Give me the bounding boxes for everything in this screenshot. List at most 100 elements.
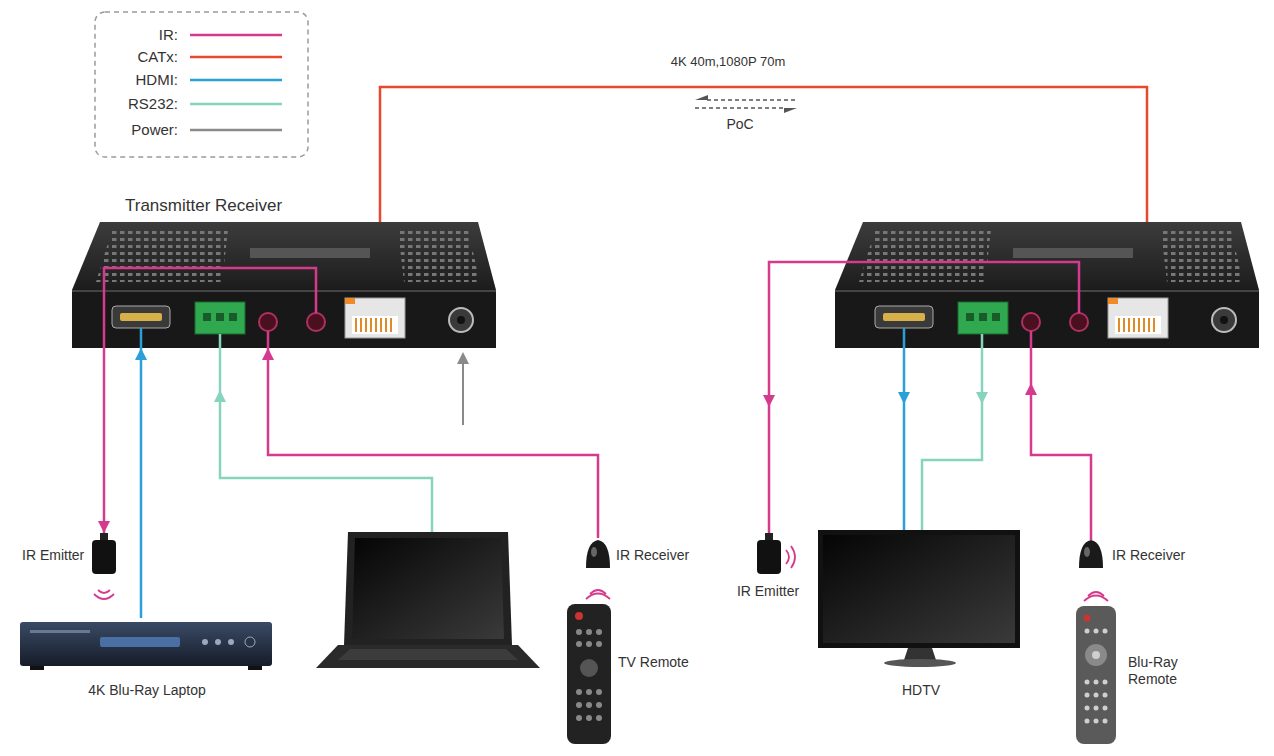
hdtv: HDTV xyxy=(815,528,1027,701)
tv-remote xyxy=(596,629,602,635)
ir-receiver-icon xyxy=(1084,547,1090,557)
blu-ray-remote xyxy=(1092,651,1100,659)
blu-ray-remote xyxy=(1076,606,1116,744)
blu-ray-player xyxy=(202,639,208,645)
blu-ray-remote xyxy=(1103,706,1108,711)
ir-receiver-icon xyxy=(1079,540,1108,601)
ir-receiver-icon xyxy=(586,540,610,568)
tv-remote xyxy=(576,702,582,708)
right-wires xyxy=(976,392,988,404)
tv-remote xyxy=(596,689,602,695)
tv-remote xyxy=(576,715,582,721)
tv-remote xyxy=(586,715,592,721)
legend-text: IR: xyxy=(95,26,178,44)
left-wires xyxy=(104,268,469,532)
ir-cable xyxy=(103,348,106,533)
hdtv xyxy=(823,535,1015,643)
right-wires xyxy=(769,262,1079,538)
poc-arrows xyxy=(695,95,797,113)
tv-remote xyxy=(576,641,582,647)
legend-frame xyxy=(190,34,282,37)
laptop xyxy=(316,532,540,668)
hdtv xyxy=(818,530,1020,667)
right-wires xyxy=(763,395,775,407)
node-label: HDTV xyxy=(815,682,1027,699)
ir-receiver-icon xyxy=(591,547,597,557)
blu-ray-player xyxy=(100,637,180,647)
tv-remote xyxy=(576,689,582,695)
node-label: TV Remote xyxy=(618,654,689,671)
node-label: IR Emitter xyxy=(726,583,810,600)
node-label: IR Emitter xyxy=(22,547,84,564)
node-label: 4K Blu-Ray Laptop xyxy=(18,682,276,699)
tv-remote xyxy=(596,641,602,647)
ir-receiver-icon xyxy=(586,540,610,599)
ir-receiver-icon xyxy=(1079,540,1103,568)
blu-ray-remote xyxy=(1094,680,1099,685)
blu-ray-remote xyxy=(1094,719,1099,724)
blu-ray-player: 4K Blu-Ray Laptop xyxy=(18,618,276,706)
blu-ray-player xyxy=(228,639,234,645)
tv-remote xyxy=(580,659,598,677)
legend-frame xyxy=(95,12,308,157)
transmitter-unit: Transmitter Receiver xyxy=(72,195,496,348)
left-wires xyxy=(140,328,143,348)
blu-ray-remote xyxy=(1103,680,1108,685)
transmitter-device xyxy=(72,222,496,348)
poc-arrows xyxy=(784,108,797,113)
ir-emitter-icon xyxy=(92,533,116,599)
tv-remote xyxy=(576,629,582,635)
blu-ray-remote xyxy=(1085,693,1090,698)
blu-ray-remote xyxy=(1094,706,1099,711)
blu-ray-remote xyxy=(1103,719,1108,724)
tv-remote xyxy=(586,629,592,635)
ir-receiver: IR Receiver xyxy=(580,538,710,574)
left-wires xyxy=(457,352,469,364)
left-wires xyxy=(462,362,464,425)
tv-remote xyxy=(596,702,602,708)
ir-receiver-icon xyxy=(586,590,610,599)
tv-remote xyxy=(586,641,592,647)
ir-receiver: IR Receiver xyxy=(1075,538,1225,574)
blu-ray-player xyxy=(248,666,262,670)
left-wires xyxy=(104,268,316,348)
blu-ray-remote xyxy=(1094,629,1099,634)
hdmi-cable xyxy=(140,348,143,618)
hdtv xyxy=(904,648,936,660)
blu-ray-remote xyxy=(1103,629,1108,634)
blu-ray-remote xyxy=(1085,706,1090,711)
hdtv xyxy=(884,659,956,667)
blu-ray-player xyxy=(215,639,221,645)
ir-receiver-icon xyxy=(1084,592,1108,601)
right-wires xyxy=(763,262,1091,540)
blu-ray-remote xyxy=(1085,644,1107,666)
right-wires xyxy=(922,334,982,530)
node-label: Blu-Ray Remote xyxy=(1128,654,1192,688)
ir-emitter: IR Emitter xyxy=(20,533,120,583)
blu-ray-remote xyxy=(1084,615,1091,622)
right-wires xyxy=(898,392,910,404)
receiver-device xyxy=(835,222,1259,348)
transmitter-device xyxy=(72,222,496,348)
blu-ray-player xyxy=(20,622,272,666)
blu-ray-remote xyxy=(1085,719,1090,724)
blu-ray-player xyxy=(30,630,90,633)
tv-remote xyxy=(586,702,592,708)
laptop xyxy=(338,649,518,660)
laptop xyxy=(344,532,512,645)
poc-arrows xyxy=(695,95,708,100)
blu-ray-remote: Blu-Ray Remote xyxy=(1072,600,1232,750)
poc-arrows xyxy=(695,107,785,109)
blu-ray-player xyxy=(20,622,272,670)
hdtv xyxy=(818,530,1020,648)
blu-ray-player xyxy=(245,637,255,647)
laptop xyxy=(352,538,504,639)
poc-label: PoC xyxy=(726,116,753,133)
legend-frame xyxy=(190,129,282,132)
blu-ray-remote xyxy=(1103,693,1108,698)
legend-text: HDMI: xyxy=(95,71,178,89)
tv-remote xyxy=(567,604,611,744)
receiver-device xyxy=(835,222,1259,348)
ir-emitter-icon xyxy=(94,590,114,599)
right-wires xyxy=(903,328,906,530)
